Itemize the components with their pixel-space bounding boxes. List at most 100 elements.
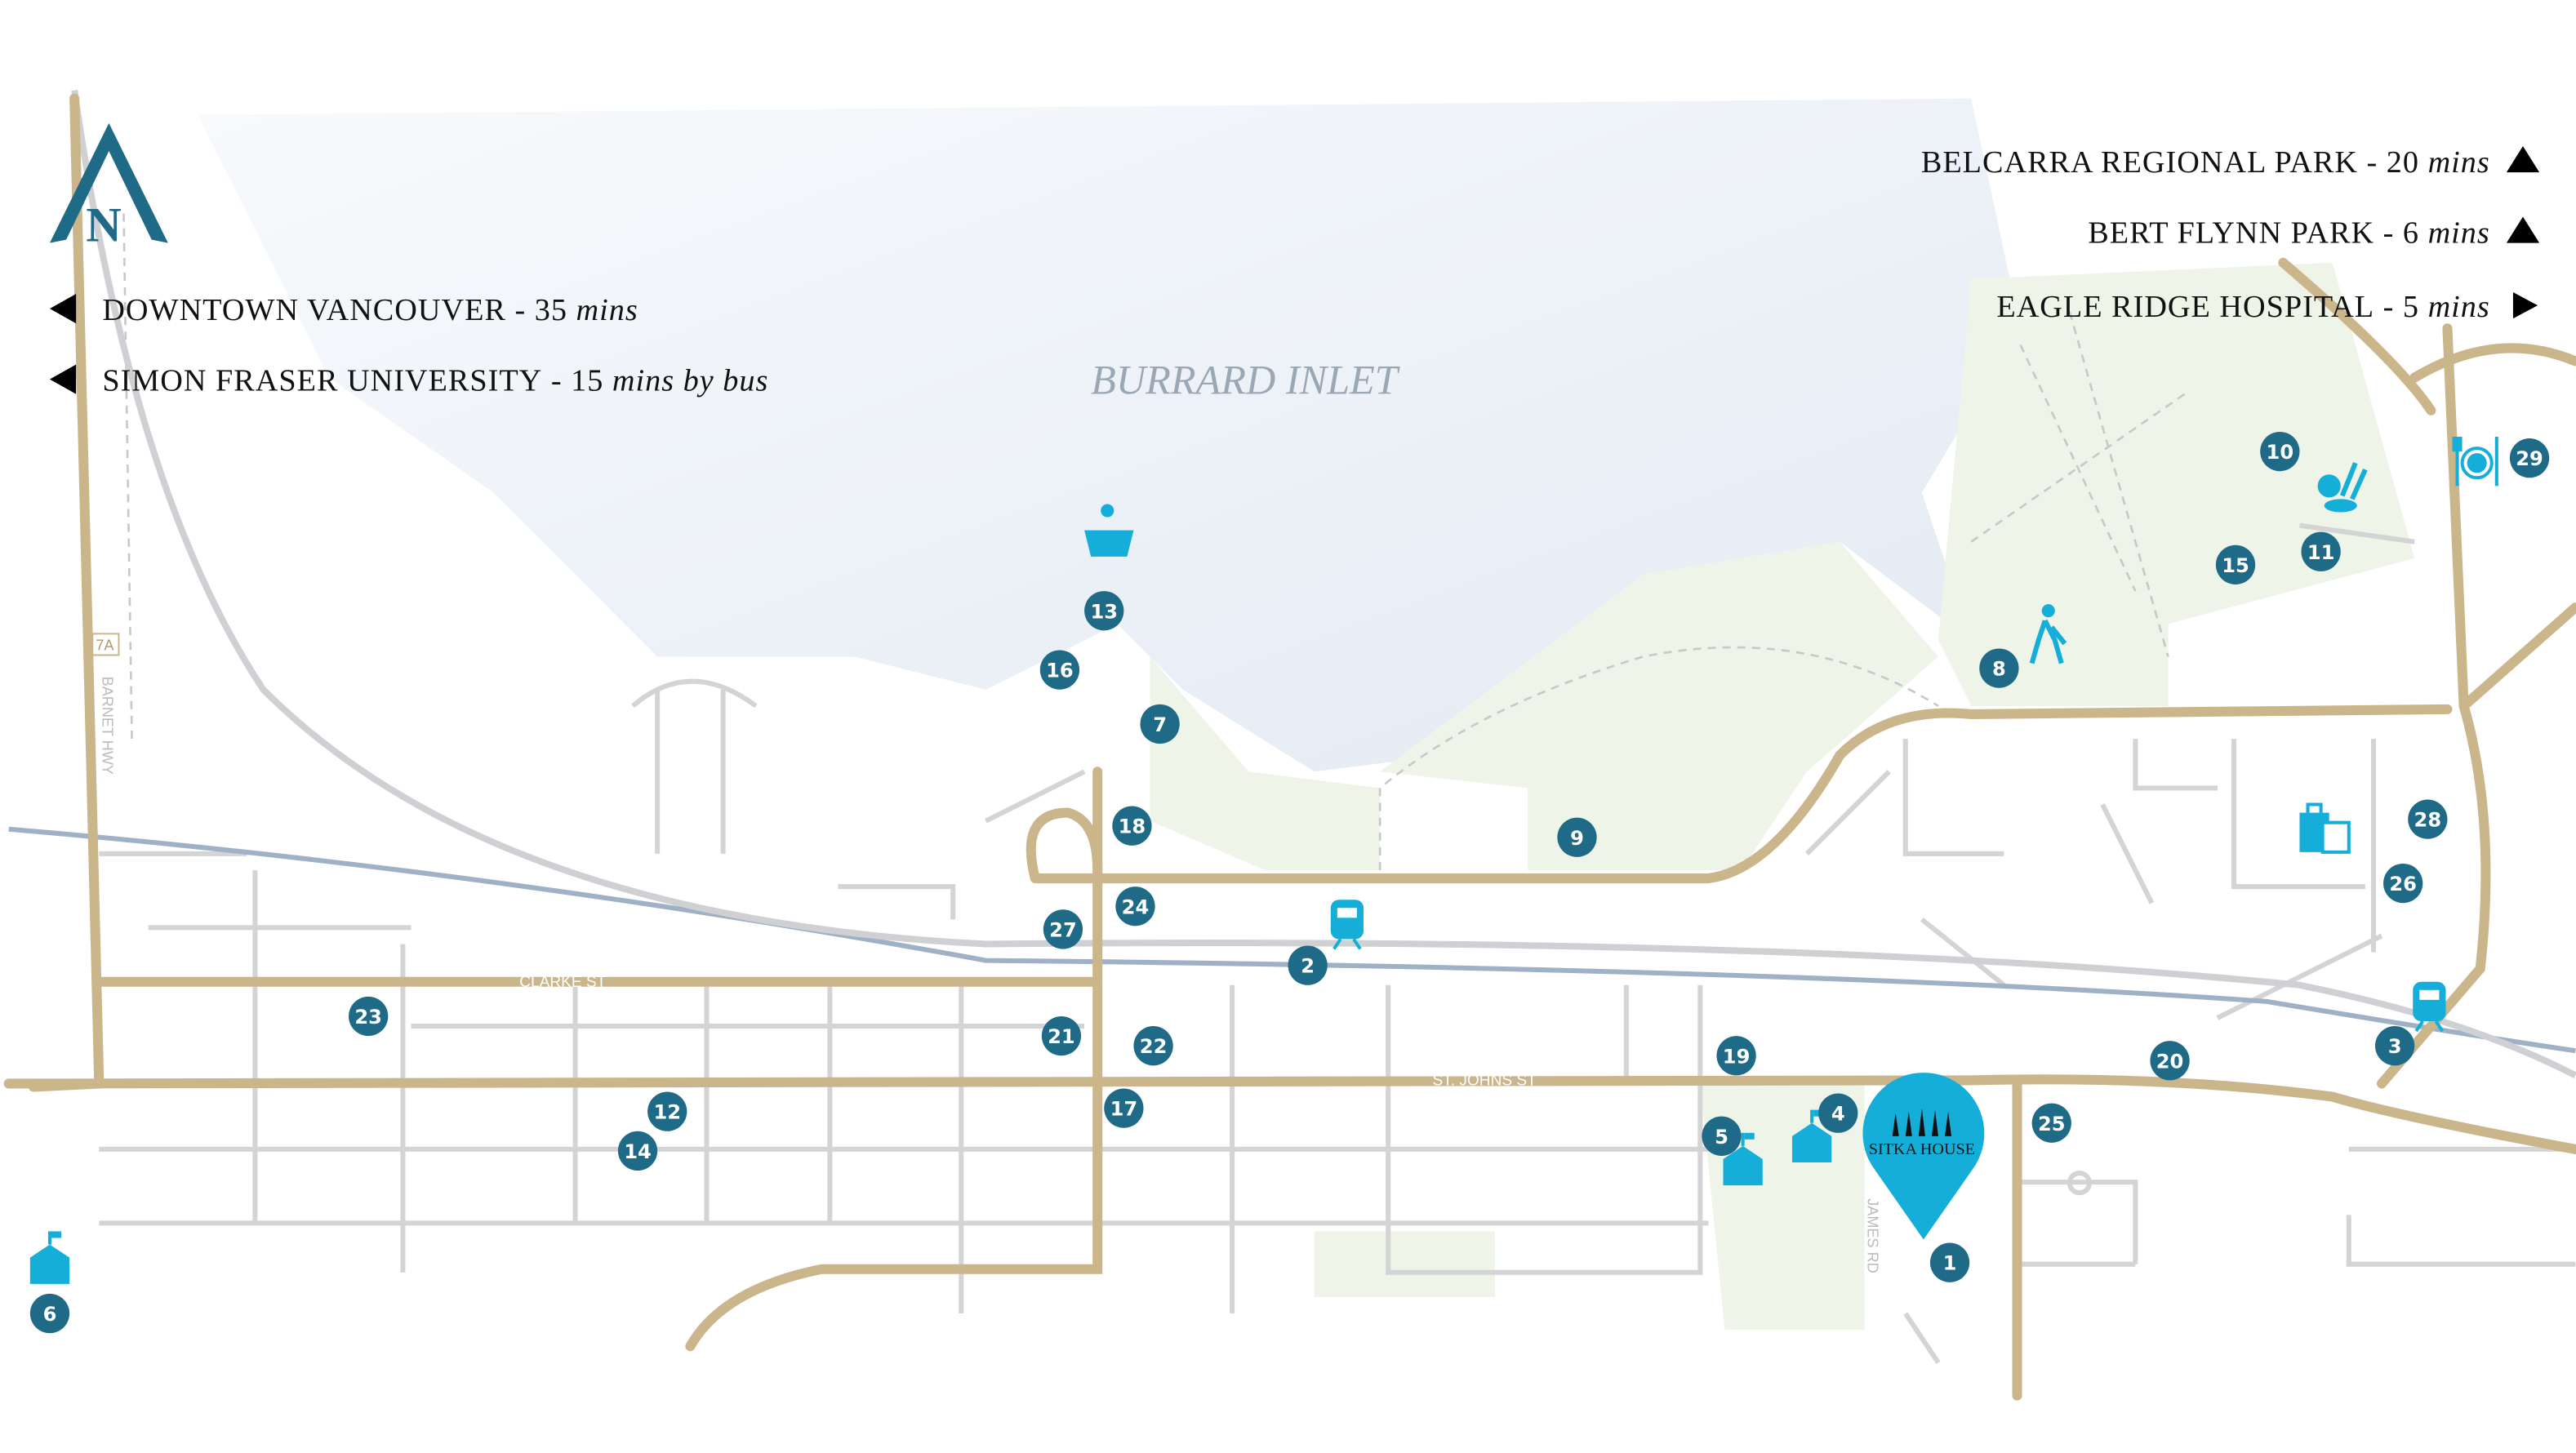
marker-number: 22 [1140,1035,1168,1058]
marker-number: 3 [2388,1035,2402,1058]
marker-badge [647,1091,687,1131]
poi-icons [29,437,2498,1284]
sports-icon [2317,462,2368,513]
hiker-icon [2029,604,2067,664]
destination-bert-flynn-park: BERT FLYNN PARK - 6 mins [2088,216,2489,251]
marker-number: 21 [1048,1025,1075,1048]
north-letter: N [86,198,122,253]
marker-11[interactable]: 11 [2301,531,2341,571]
marker-number: 16 [1046,660,1074,682]
marker-badge [2260,431,2300,472]
shopping-icon [2299,802,2351,854]
marker-number: 18 [1119,815,1146,838]
marker-badge [2374,1026,2415,1066]
marker-10[interactable]: 10 [2260,431,2300,472]
school-icon [29,1231,70,1284]
marker-badge [1702,1116,1742,1156]
marker-number: 10 [2267,441,2294,464]
marker-28[interactable]: 28 [2408,799,2448,839]
destination-simon-fraser-university: SIMON FRASER UNIVERSITY - 15 mins by bus [102,364,768,398]
marker-number: 29 [2516,447,2543,470]
minor-roads [99,522,2576,1365]
marker-number: 17 [1110,1098,1138,1121]
restaurant-icon [2452,437,2498,487]
marker-26[interactable]: 26 [2383,863,2423,904]
marker-number: 11 [2307,541,2335,564]
marker-number: 14 [624,1140,652,1163]
marker-number: 23 [354,1006,382,1029]
school-icon [1723,1132,1763,1186]
marker-badge [2031,1103,2071,1143]
marker-badge [1041,1015,1082,1056]
marker-14[interactable]: 14 [617,1131,658,1171]
marker-27[interactable]: 27 [1043,909,1083,949]
marker-25[interactable]: 25 [2031,1103,2071,1143]
marker-13[interactable]: 13 [1084,591,1124,631]
marker-7[interactable]: 7 [1140,704,1180,744]
left-triangle-icon [49,364,77,394]
marker-18[interactable]: 18 [1112,806,1152,846]
right-triangle-icon [2512,292,2538,319]
marker-badge [2215,544,2256,585]
marker-16[interactable]: 16 [1039,650,1080,690]
marker-22[interactable]: 22 [1133,1026,1173,1066]
marker-badge [1288,945,1328,985]
marker-number: 2 [1301,955,1315,978]
marker-badge [1140,704,1180,744]
marker-badge [1112,806,1152,846]
destination-downtown-vancouver: DOWNTOWN VANCOUVER - 35 mins [102,293,638,327]
marker-2[interactable]: 2 [1288,945,1328,985]
marker-12[interactable]: 12 [647,1091,687,1131]
train-icon [2413,981,2446,1033]
marker-badge [617,1131,658,1171]
marker-badge [2301,531,2341,571]
marker-badge [1104,1088,1144,1128]
marker-badge [1557,817,1597,857]
marker-badge [349,996,389,1037]
marker-19[interactable]: 19 [1716,1036,1756,1076]
marker-4[interactable]: 4 [1818,1093,1858,1133]
marker-badge [2509,438,2550,478]
marker-number: 20 [2156,1050,2184,1073]
destinations-right: BELCARRA REGIONAL PARK - 20 mins BERT FL… [1921,145,2540,324]
marker-number: 6 [43,1303,57,1326]
marker-number: 8 [1992,658,2006,681]
marker-number: 1 [1943,1252,1957,1275]
water-burrard-inlet [197,98,2021,772]
marker-9[interactable]: 9 [1557,817,1597,857]
marker-badge [1115,886,1155,926]
marker-number: 26 [2389,873,2417,895]
destination-eagle-ridge-hospital: EAGLE RIDGE HOSPITAL - 5 mins [1996,290,2489,324]
sitka-house-pin[interactable]: SITKA HOUSE [1862,1073,1985,1240]
marker-badge [1979,648,2019,688]
marker-badge [2408,799,2448,839]
trails [122,213,2186,870]
marker-number: 7 [1153,713,1167,736]
major-roads [3,93,2576,1401]
destinations-left: DOWNTOWN VANCOUVER - 35 mins SIMON FRASE… [49,293,768,398]
marker-29[interactable]: 29 [2509,438,2550,478]
marker-8[interactable]: 8 [1979,648,2019,688]
marker-20[interactable]: 20 [2150,1041,2190,1081]
marker-21[interactable]: 21 [1041,1015,1082,1056]
marker-17[interactable]: 17 [1104,1088,1144,1128]
marker-number: 27 [1049,918,1077,941]
marker-number: 25 [2038,1113,2066,1135]
marker-number: 12 [653,1101,681,1124]
marker-6[interactable]: 6 [29,1293,70,1334]
left-triangle-icon [49,294,77,324]
marker-1[interactable]: 1 [1929,1242,1970,1282]
marker-number: 28 [2414,809,2442,832]
marker-15[interactable]: 15 [2215,544,2256,585]
sitka-house-label: SITKA HOUSE [1869,1140,1975,1158]
marker-5[interactable]: 5 [1702,1116,1742,1156]
marker-23[interactable]: 23 [349,996,389,1037]
north-arrow-icon: N [49,122,168,253]
up-triangle-icon [2506,216,2540,243]
marker-24[interactable]: 24 [1115,886,1155,926]
street-labels: CLARKE ST ST. JOHNS ST JAMES RD BARNET H… [91,358,1880,1273]
up-triangle-icon [2506,146,2540,173]
marker-number: 13 [1090,600,1118,623]
marker-3[interactable]: 3 [2374,1026,2415,1066]
